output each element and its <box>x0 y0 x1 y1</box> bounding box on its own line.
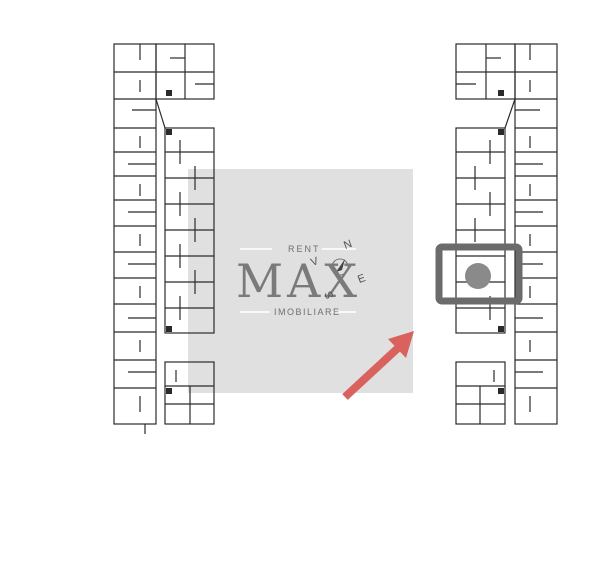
right-wing-corner-marks <box>498 90 504 394</box>
watermark-rules <box>240 248 356 313</box>
highlighted-unit-marker <box>465 263 491 289</box>
compass-icon <box>331 258 349 276</box>
left-building-wing <box>113 43 215 434</box>
watermark-brand-text: MAX <box>236 254 362 308</box>
highlighted-unit-frame <box>435 243 523 305</box>
left-wing-corner-marks <box>166 90 172 394</box>
watermark-imobiliare-text: IMOBILIARE <box>274 307 341 317</box>
watermark-panel <box>188 169 413 393</box>
direction-arrow <box>342 331 414 400</box>
right-building-wing <box>455 43 558 425</box>
watermark-rent-text: RENT <box>288 244 321 254</box>
